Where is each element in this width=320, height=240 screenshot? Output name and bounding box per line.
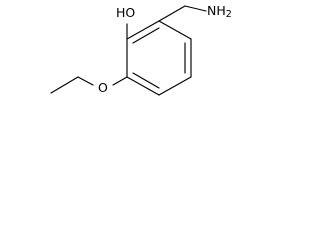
ether-oxygen-label: O [98, 80, 108, 95]
ch2-bond [158, 5, 186, 22]
ethyl-ch3-bond [50, 76, 79, 94]
ring-bond-c5-c6 [126, 76, 160, 96]
ring-double-bond-inner-1 [132, 27, 160, 44]
ring-bond-c4-c5 [158, 76, 192, 96]
hydroxyl-label: HO [116, 5, 135, 20]
ring-bond-c1-c2 [126, 20, 160, 40]
ring-double-bond-inner-3 [132, 72, 160, 89]
benzene-ring [126, 20, 192, 96]
ether-o-bond [112, 76, 128, 86]
ethyl-ch2-bond [77, 76, 94, 86]
molecule-structure: HO NH2 O [50, 3, 232, 96]
structure-canvas: HO NH2 O [0, 0, 246, 115]
amine-label: NH2 [207, 3, 232, 20]
ring-bond-c2-c3 [158, 20, 192, 40]
ch2-n-bond [184, 5, 207, 12]
